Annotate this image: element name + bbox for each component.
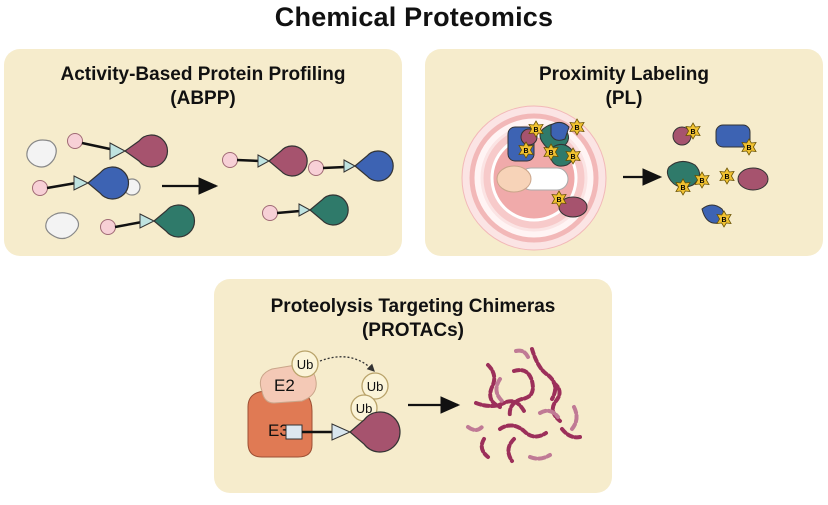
e2-label: E2: [274, 376, 295, 395]
abpp-title-line1: Activity-Based Protein Profiling: [60, 64, 346, 85]
biotin-tag: B: [741, 138, 757, 156]
svg-text:B: B: [746, 145, 751, 152]
biotin-tag: B: [716, 210, 732, 228]
e3-ligand: [285, 424, 303, 440]
svg-text:Ub: Ub: [297, 357, 314, 372]
protac-title-line2: (PROTACs): [361, 320, 465, 341]
svg-text:B: B: [680, 185, 685, 192]
biotin-tag: B: [543, 143, 559, 161]
biotin-tag: B: [694, 171, 710, 189]
pl-illustration: B B B B B B B B B B B B: [461, 105, 769, 251]
protac-illustration: E3 E2 Ub Ub Ub: [247, 347, 582, 463]
figure-title: Chemical Proteomics: [274, 2, 554, 32]
probe-maroon-target: [67, 133, 169, 168]
biotin-tag: B: [675, 178, 691, 196]
abpp-illustration: [26, 133, 394, 240]
blue-protein: [550, 121, 570, 141]
svg-text:B: B: [724, 174, 729, 181]
biotin-tag: B: [518, 141, 534, 159]
abpp-panel: Activity-Based Protein Profiling (ABPP): [4, 49, 402, 256]
enriched-blue-target: [308, 150, 394, 182]
pl-title-line2: (PL): [605, 88, 643, 109]
svg-text:B: B: [556, 197, 561, 204]
green-protein: [666, 161, 700, 188]
pl-title-line1: Proximity Labeling: [539, 64, 709, 85]
biotin-tag: B: [528, 120, 544, 138]
e3-ligase: [247, 390, 313, 458]
biotin-tag: B: [685, 122, 701, 140]
ub-transfer-arrow: [319, 356, 375, 372]
svg-text:B: B: [523, 148, 528, 155]
degraded-fragments: [466, 348, 579, 461]
e3-label: E3: [268, 421, 289, 440]
svg-text:B: B: [570, 154, 575, 161]
biotin-tag: B: [569, 118, 585, 136]
bait-protein: [496, 165, 532, 193]
probe-blue-target: [32, 166, 130, 200]
maroon-protein: [737, 167, 769, 191]
biotin-tag: B: [551, 190, 567, 208]
enriched-maroon-target: [222, 145, 308, 177]
enriched-green-target: [262, 194, 349, 226]
grey-protein: [26, 139, 57, 168]
svg-text:B: B: [533, 127, 538, 134]
svg-text:B: B: [721, 217, 726, 224]
ubiquitin: [361, 372, 389, 400]
svg-text:B: B: [699, 178, 704, 185]
svg-text:B: B: [574, 125, 579, 132]
svg-text:Ub: Ub: [367, 379, 384, 394]
degraded-fragments: [474, 347, 582, 463]
svg-text:B: B: [548, 150, 553, 157]
abpp-title-line2: (ABPP): [170, 88, 236, 109]
probe-green-target: [100, 204, 196, 238]
svg-text:B: B: [690, 129, 695, 136]
biotin-tag: B: [719, 167, 735, 185]
ubiquitin: [291, 350, 319, 378]
protac-panel: Proteolysis Targeting Chimeras (PROTACs)…: [214, 279, 612, 493]
pl-panel: Proximity Labeling (PL) B B B B B B: [425, 49, 823, 256]
blue-protein: [715, 124, 751, 148]
protac-title-line1: Proteolysis Targeting Chimeras: [270, 296, 556, 317]
svg-text:Ub: Ub: [356, 401, 373, 416]
warhead: [331, 423, 352, 441]
grey-protein: [45, 212, 80, 240]
biotin-tag: B: [565, 147, 581, 165]
target-protein: [349, 411, 401, 453]
